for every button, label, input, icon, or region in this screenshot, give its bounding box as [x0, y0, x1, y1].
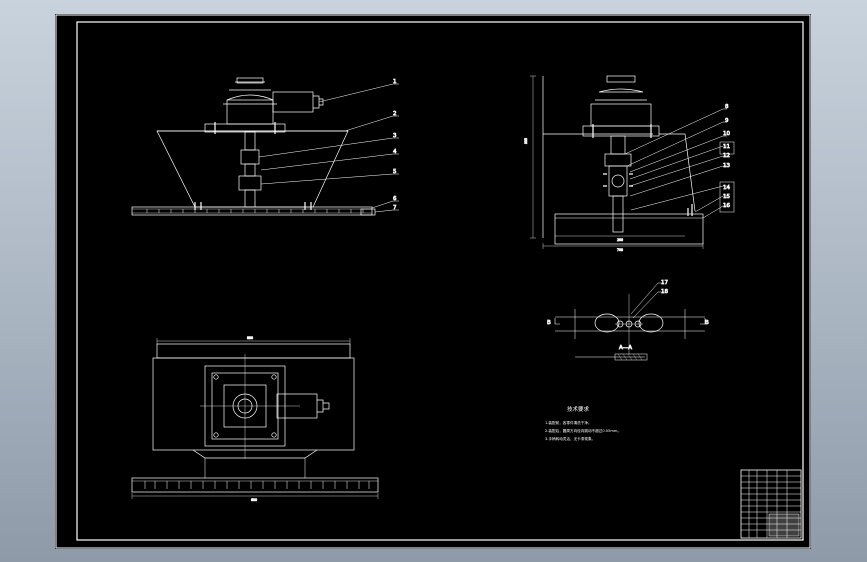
side-leader-16: 16 — [723, 203, 730, 209]
tech-note-1: 1.装配前，各零件清洗干净。 — [545, 420, 592, 425]
side-leader-14: 14 — [723, 185, 730, 191]
side-base-dim: 200 — [617, 238, 623, 242]
side-leader-11: 11 — [723, 144, 730, 150]
tech-notes-title: 技术要求 — [567, 405, 590, 413]
tech-note-2: 2.装配后，圆周方向径向跳动不超过0.05mm。 — [545, 428, 621, 433]
tech-notes: 技术要求 1.装配前，各零件清洗干净。 2.装配后，圆周方向径向跳动不超过0.0… — [545, 405, 621, 441]
front-view — [131, 77, 399, 216]
section-mark-left: B — [547, 320, 551, 326]
section-mark-right: B — [705, 320, 709, 326]
front-leader-6: 6 — [393, 196, 397, 202]
section-leader-18: 18 — [661, 289, 668, 295]
side-width-dim: 700 — [617, 248, 623, 252]
front-leader-1: 1 — [393, 79, 397, 85]
section-title: A—A — [619, 345, 632, 351]
side-leader-13: 13 — [723, 163, 730, 169]
title-block — [740, 469, 802, 539]
side-leader-15: 15 — [723, 194, 730, 200]
section-view — [554, 282, 706, 361]
plan-view — [131, 338, 379, 499]
front-leader-4: 4 — [393, 149, 397, 155]
drawing-sheet: 1 2 3 4 5 6 7 8 9 10 11 12 — [55, 14, 811, 549]
side-leader-9: 9 — [725, 118, 729, 124]
cad-drawing: 1 2 3 4 5 6 7 8 9 10 11 12 — [55, 14, 811, 549]
side-leader-12: 12 — [723, 153, 730, 159]
section-leader-17: 17 — [661, 280, 668, 286]
front-leader-5: 5 — [393, 169, 397, 175]
front-leader-2: 2 — [393, 111, 397, 117]
outer-frame — [55, 14, 811, 549]
front-leader-7: 7 — [393, 205, 397, 211]
plan-top-dim: 880 — [247, 336, 253, 340]
side-height-dim: 335 — [524, 138, 528, 144]
side-leader-8: 8 — [725, 104, 729, 110]
side-view — [530, 75, 735, 249]
tech-note-3: 3.手柄转动灵活，无卡滞现象。 — [545, 436, 595, 441]
front-leader-3: 3 — [393, 133, 397, 139]
inner-frame — [76, 21, 804, 541]
side-leader-10: 10 — [723, 131, 730, 137]
plan-bottom-dim: 600 — [251, 498, 257, 502]
